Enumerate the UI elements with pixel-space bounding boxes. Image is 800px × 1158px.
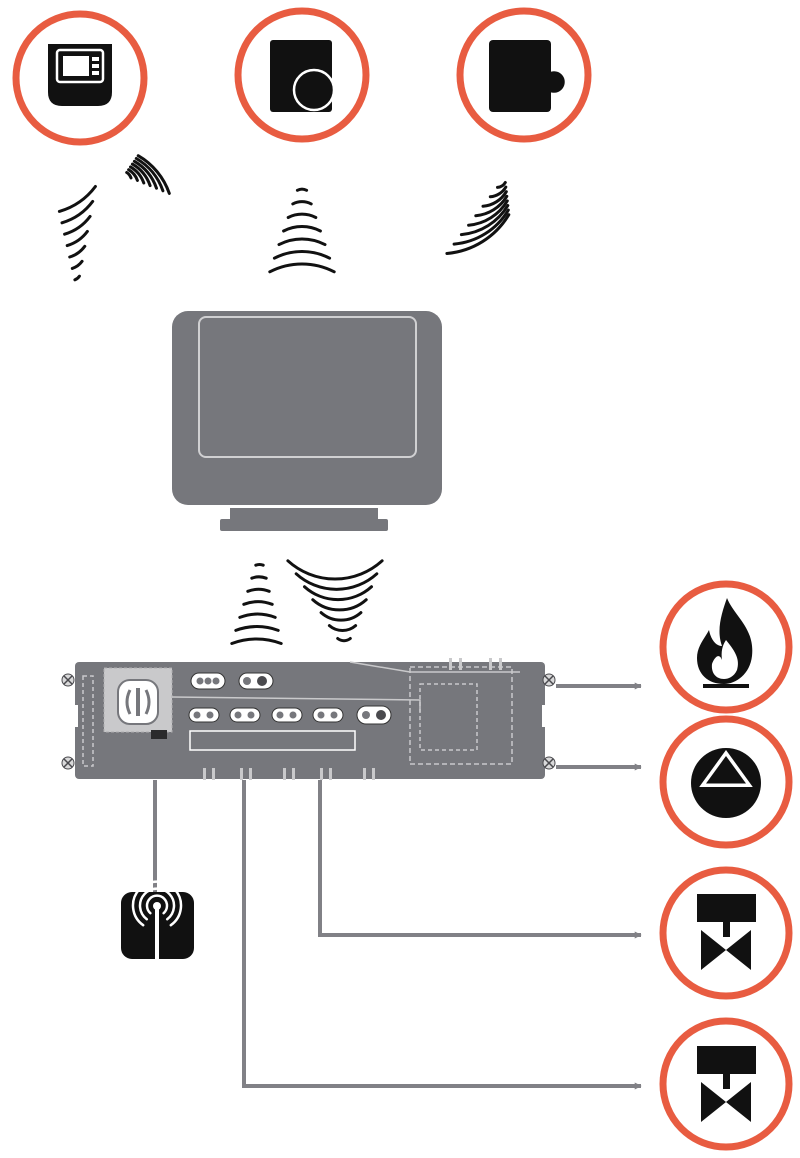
wireless-wave-icon: [286, 559, 384, 643]
control-unit-icon: [61, 658, 556, 780]
output-valve-1: [659, 866, 793, 1000]
valve-2-connection-arrow: [242, 780, 642, 1090]
pump-icon: [691, 748, 761, 818]
valve-icon: [697, 894, 756, 970]
valve-icon: [697, 1046, 756, 1122]
thermostat-display-icon: [48, 44, 112, 106]
radiator-sensor-icon: [489, 40, 568, 112]
connection-lines: [153, 682, 642, 1090]
wireless-wave-icon: [230, 562, 283, 645]
flame-icon: [697, 598, 753, 688]
output-burner: [659, 580, 793, 714]
radio-antenna-icon: [121, 880, 194, 959]
wireless-wave-icon: [57, 185, 97, 282]
output-pump: [659, 715, 793, 849]
wireless-wave-icon: [445, 181, 511, 255]
sensor-round: [234, 7, 370, 143]
valve-1-connection-arrow: [318, 780, 642, 939]
output-valve-2: [659, 1017, 793, 1151]
sensor-radiator: [456, 7, 592, 143]
sensor-thermostat: [12, 10, 148, 146]
wireless-wave-icon: [268, 187, 336, 274]
round-sensor-icon: [270, 40, 336, 112]
wireless-wave-icon: [125, 154, 171, 195]
touchscreen-monitor-icon: [172, 311, 442, 531]
